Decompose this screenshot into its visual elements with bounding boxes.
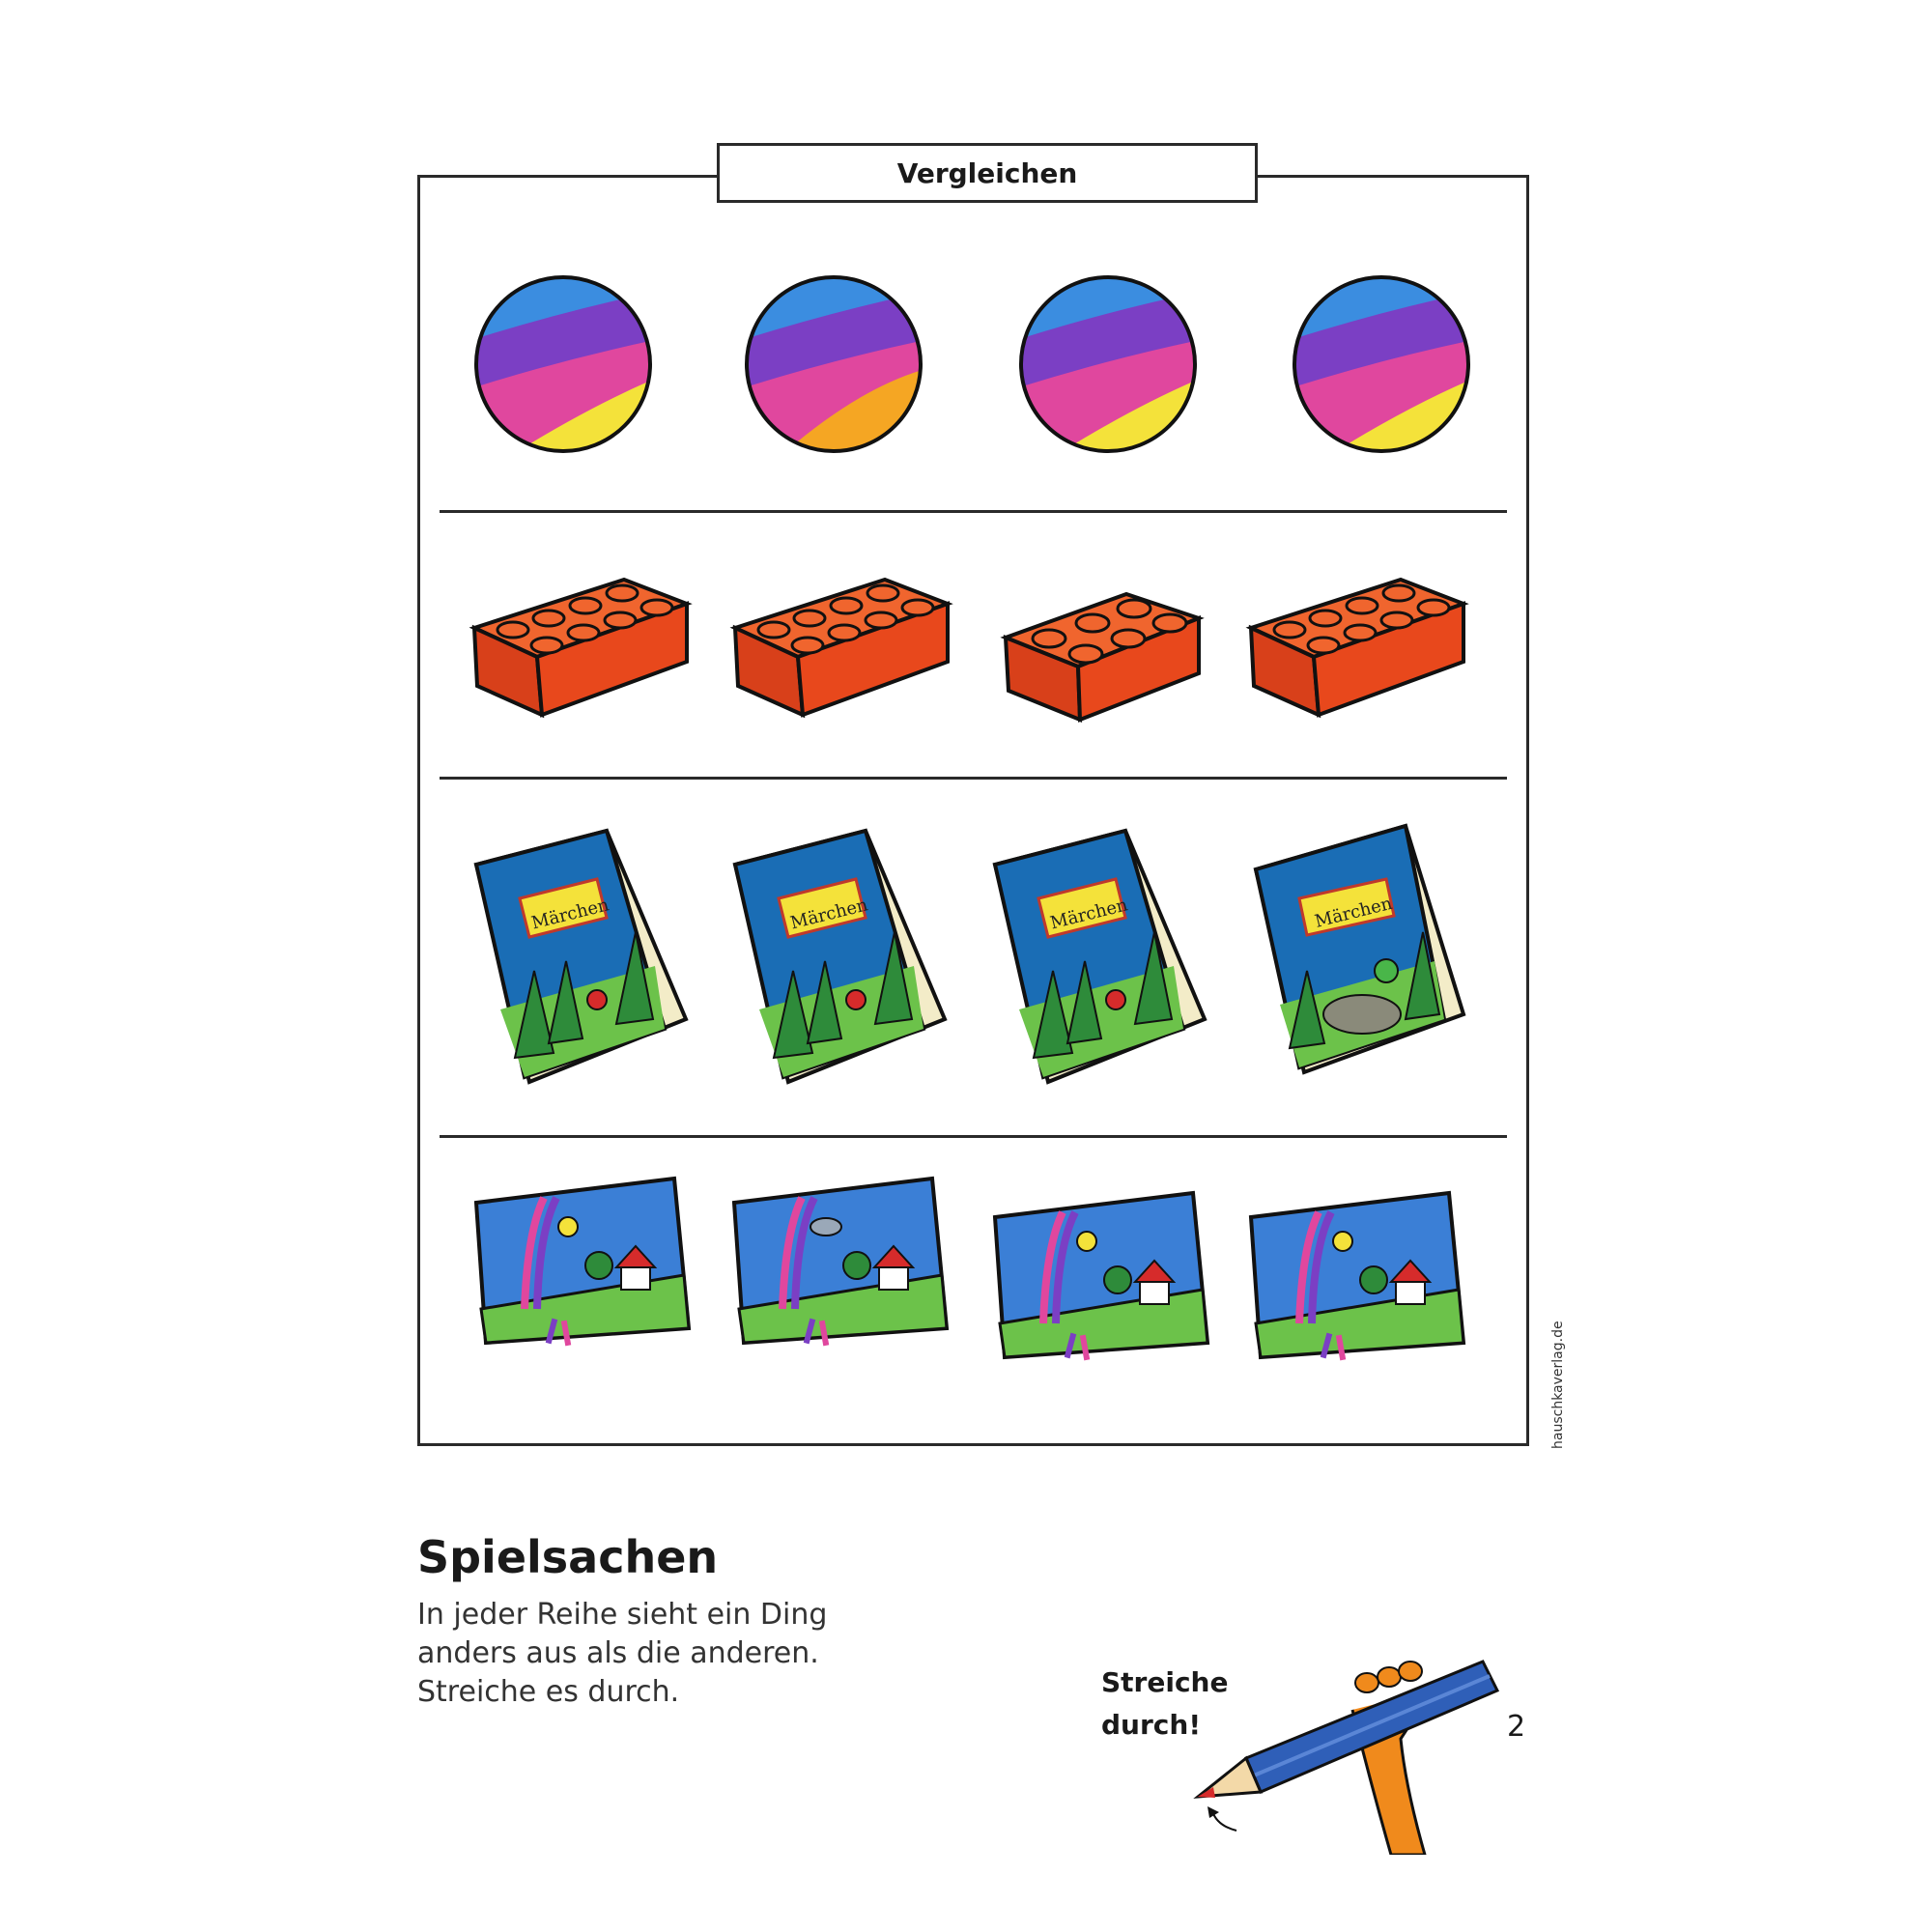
pencil-hand-icon (1159, 1623, 1526, 1859)
instruction-line: In jeder Reihe sieht ein Ding (417, 1598, 828, 1632)
book-3[interactable]: Märchen (990, 826, 1208, 1087)
ball-3[interactable] (1016, 272, 1200, 456)
brick-4[interactable] (1245, 551, 1469, 720)
row-divider (440, 777, 1507, 780)
row-divider (440, 510, 1507, 513)
picture-3[interactable] (990, 1188, 1212, 1362)
brick-3-odd[interactable] (1000, 565, 1205, 724)
callout-line: Streiche (1101, 1666, 1229, 1698)
book-2[interactable]: Märchen (730, 826, 948, 1087)
pencil-callout: Streiche durch! (1101, 1662, 1228, 1747)
instruction-line: anders aus als die anderen. (417, 1636, 819, 1670)
brick-2[interactable] (729, 551, 953, 720)
ball-4[interactable] (1290, 272, 1473, 456)
callout-line: durch! (1101, 1709, 1202, 1741)
picture-2-odd[interactable] (729, 1174, 952, 1348)
instructions: In jeder Reihe sieht ein Ding anders aus… (417, 1596, 827, 1712)
page-number: 2 (1507, 1710, 1526, 1744)
picture-4[interactable] (1246, 1188, 1468, 1362)
ball-1[interactable] (471, 272, 655, 456)
instruction-line: Streiche es durch. (417, 1675, 680, 1709)
row-divider (440, 1135, 1507, 1138)
book-1[interactable]: Märchen (471, 826, 689, 1087)
book-4-odd[interactable]: Märchen (1251, 821, 1468, 1082)
ball-2-odd[interactable] (742, 272, 925, 456)
worksheet-title-tab: Vergleichen (717, 143, 1258, 203)
page-heading: Spielsachen (417, 1531, 719, 1583)
brick-1[interactable] (469, 551, 693, 720)
picture-1[interactable] (471, 1174, 694, 1348)
publisher-url: hauschkaverlag.de (1550, 1321, 1566, 1449)
